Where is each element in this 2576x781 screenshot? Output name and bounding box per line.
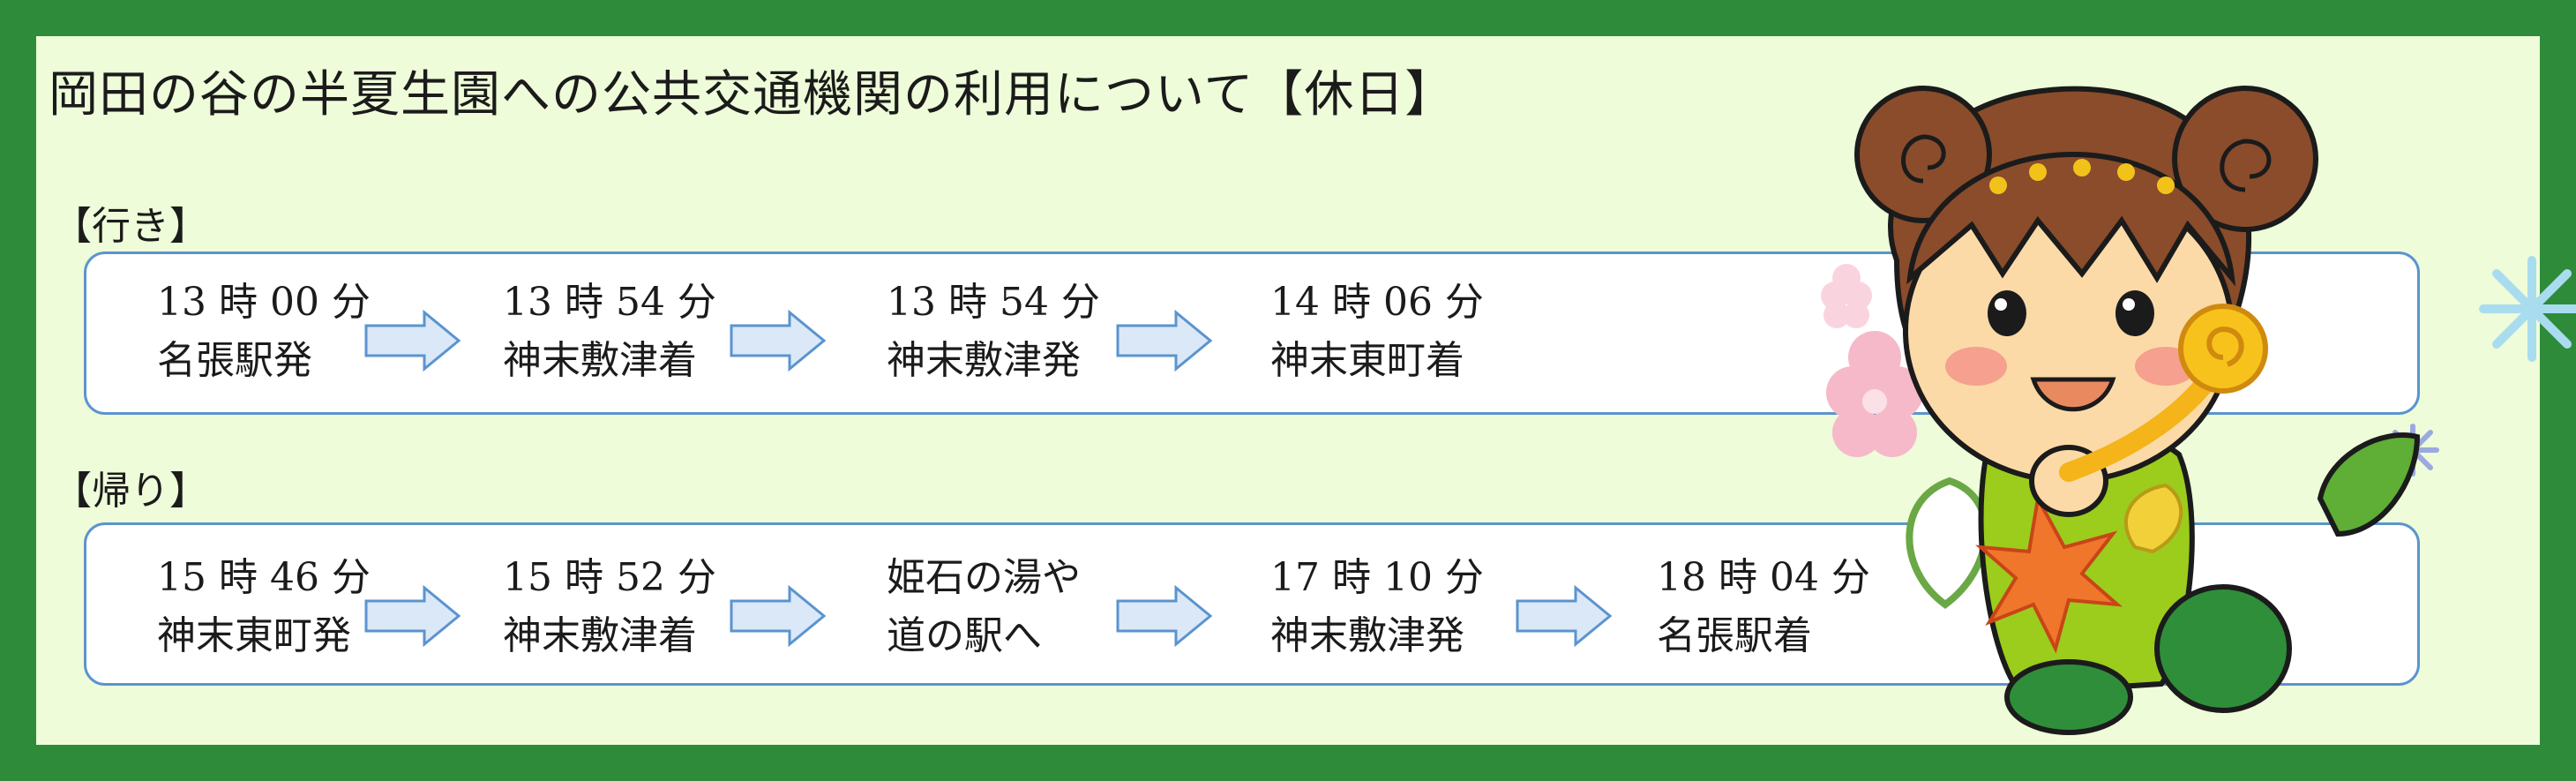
outbound-step-2: 13 時 54 分 神末敷津着 xyxy=(503,274,716,390)
cherry-blossom-icon xyxy=(1826,331,1923,457)
return-step-2: 15 時 52 分 神末敷津着 xyxy=(503,549,716,665)
page-title: 岡田の谷の半夏生園への公共交通機関の利用について【休日】 xyxy=(49,66,1456,124)
right-arrow-icon xyxy=(364,585,461,647)
step-place: 神末敷津発 xyxy=(1270,613,1464,658)
step-time: 13 時 54 分 xyxy=(887,280,1100,325)
step-time: 15 時 46 分 xyxy=(157,555,371,600)
return-step-5: 18 時 04 分 名張駅着 xyxy=(1657,549,1870,665)
outbound-step-4: 14 時 06 分 神末東町着 xyxy=(1270,274,1484,390)
step-time: 14 時 06 分 xyxy=(1270,280,1484,325)
right-arrow-icon xyxy=(1516,585,1613,647)
step-place: 名張駅着 xyxy=(1657,613,1812,658)
green-leaf-icon xyxy=(2317,432,2421,537)
right-arrow-icon xyxy=(364,310,461,372)
outbound-step-1: 13 時 00 分 名張駅発 xyxy=(157,274,371,390)
cherry-blossom-small-icon xyxy=(1821,264,1872,328)
step-place: 神末東町着 xyxy=(1270,338,1464,383)
step-place: 神末東町発 xyxy=(157,613,351,658)
step-place: 名張駅発 xyxy=(157,338,312,383)
right-arrow-icon xyxy=(1116,585,1213,647)
right-arrow-icon xyxy=(730,585,827,647)
leaf-icon xyxy=(1906,477,1989,609)
step-place: 神末敷津発 xyxy=(887,338,1081,383)
maple-leaf-icon xyxy=(1975,492,2123,654)
return-step-4: 17 時 10 分 神末敷津発 xyxy=(1270,549,1484,665)
step-time: 18 時 04 分 xyxy=(1657,555,1870,600)
step-time: 15 時 52 分 xyxy=(503,555,716,600)
snowflake-icon xyxy=(2479,256,2576,362)
right-arrow-icon xyxy=(730,310,827,372)
outbound-step-3: 13 時 54 分 神末敷津発 xyxy=(887,274,1100,390)
step-time: 13 時 54 分 xyxy=(503,280,716,325)
step-time: 17 時 10 分 xyxy=(1270,555,1484,600)
return-label: 【帰り】 xyxy=(53,469,208,514)
right-arrow-icon xyxy=(1116,310,1213,372)
step-place: 神末敷津着 xyxy=(503,613,697,658)
step-time: 姫石の湯や xyxy=(887,555,1081,600)
step-time: 13 時 00 分 xyxy=(157,280,371,325)
mascot-illustration xyxy=(1821,86,2576,735)
outbound-label: 【行き】 xyxy=(53,204,208,249)
step-place: 神末敷津着 xyxy=(503,338,697,383)
ginkgo-leaf-icon xyxy=(2123,483,2183,554)
return-step-1: 15 時 46 分 神末東町発 xyxy=(157,549,371,665)
step-place: 道の駅へ xyxy=(887,613,1042,658)
return-step-3: 姫石の湯や 道の駅へ xyxy=(887,549,1081,665)
